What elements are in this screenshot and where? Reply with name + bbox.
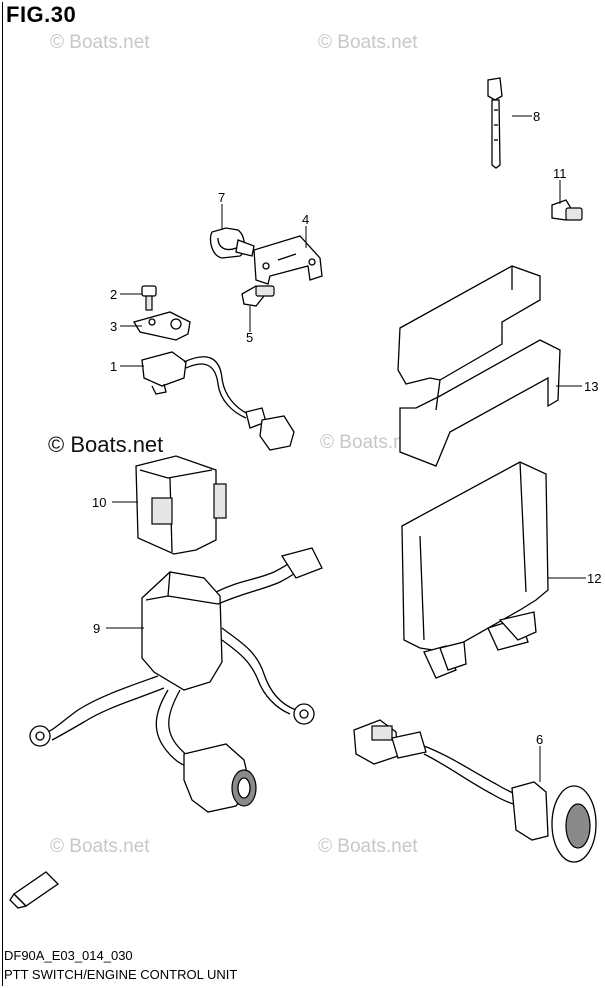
- callout-12: 12: [587, 571, 602, 586]
- leader-lines: [106, 115, 586, 782]
- callout-6: 6: [536, 732, 544, 747]
- part-12-ecu: [401, 461, 549, 679]
- part-7-clamp: [209, 227, 255, 259]
- figure-title: FIG.30: [6, 2, 77, 27]
- section-title: PTT SWITCH/ENGINE CONTROL UNIT: [4, 967, 238, 982]
- watermark: © Boats.net: [50, 836, 150, 857]
- callout-5: 5: [246, 330, 254, 345]
- part-5-screw: [241, 285, 275, 307]
- watermark: © Boats.net: [318, 836, 418, 857]
- model-code: DF90A_E03_014_030: [4, 948, 133, 963]
- callout-9: 9: [93, 621, 101, 636]
- part-2-screw: [141, 285, 157, 311]
- callout-4: 4: [302, 212, 310, 227]
- part-11-bolt: [551, 199, 583, 221]
- part-13-cover: [397, 265, 561, 467]
- part-8-cable-tie: [487, 77, 503, 169]
- watermark-strong: © Boats.net: [48, 432, 164, 457]
- callout-10: 10: [92, 495, 107, 510]
- watermark: © Boats.net: [318, 32, 418, 53]
- fwd-arrow-icon: [9, 871, 60, 909]
- callout-11: 11: [553, 166, 567, 181]
- part-9-relay-harness: [29, 547, 323, 813]
- callout-3: 3: [110, 319, 118, 334]
- left-border: [2, 2, 3, 986]
- watermark: © Boats.net: [50, 32, 150, 53]
- callout-2: 2: [110, 287, 118, 302]
- watermark: © Boats.net: [320, 432, 420, 453]
- callout-13: 13: [584, 379, 599, 394]
- part-3-plate: [133, 311, 191, 341]
- callout-8: 8: [533, 109, 541, 124]
- part-4-bracket: [253, 235, 323, 285]
- callout-1: 1: [110, 359, 118, 374]
- part-6-ptt-switch: [353, 719, 597, 863]
- part-1-sender: [141, 351, 295, 451]
- part-10-box-cover: [135, 455, 227, 555]
- callout-7: 7: [218, 190, 226, 205]
